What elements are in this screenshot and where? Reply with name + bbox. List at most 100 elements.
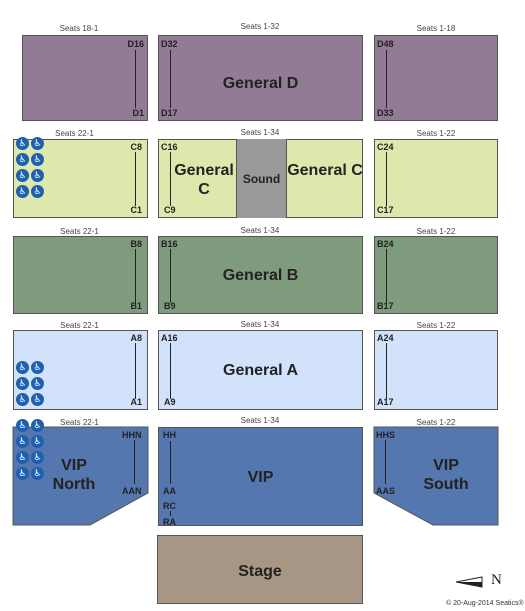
section-general-c-right[interactable]: C24 C17 bbox=[374, 139, 498, 218]
seats-label-vip-right: Seats 1-22 bbox=[416, 418, 456, 427]
seats-label-c-left: Seats 22-1 bbox=[55, 129, 94, 138]
section-general-b-left[interactable]: B8 B1 bbox=[13, 236, 148, 314]
wheelchair-icon: ♿ bbox=[31, 435, 44, 448]
wheelchair-icon: ♿ bbox=[31, 451, 44, 464]
section-name-general-b: General B bbox=[222, 267, 299, 284]
row-label-c17: C17 bbox=[377, 205, 394, 215]
wheelchair-icon: ♿ bbox=[16, 393, 29, 406]
seats-label-d-right: Seats 1-18 bbox=[416, 24, 456, 33]
section-general-b-right[interactable]: B24 B17 bbox=[374, 236, 498, 314]
seats-label-b-center: Seats 1-34 bbox=[240, 226, 280, 235]
row-label-hhs: HHS bbox=[376, 430, 396, 440]
wheelchair-icon: ♿ bbox=[16, 169, 29, 182]
section-name-vip-north: VIP North bbox=[52, 457, 96, 493]
wheelchair-icon: ♿ bbox=[16, 185, 29, 198]
seats-label-b-left: Seats 22-1 bbox=[60, 227, 99, 236]
row-label-a1: A1 bbox=[130, 397, 142, 407]
section-name-vip: VIP bbox=[247, 469, 274, 486]
row-line bbox=[135, 249, 136, 303]
section-general-b[interactable]: B16 B9 General B bbox=[158, 236, 363, 314]
section-name-general-c-left: General C bbox=[174, 162, 234, 198]
row-label-a9: A9 bbox=[164, 397, 176, 407]
row-label-c9: C9 bbox=[164, 205, 176, 215]
section-name-general-d: General D bbox=[222, 75, 299, 92]
row-label-a17: A17 bbox=[377, 397, 394, 407]
section-general-d-right[interactable]: D48 D33 bbox=[374, 35, 498, 121]
row-line bbox=[170, 511, 171, 516]
compass-north-label: N bbox=[491, 572, 502, 588]
row-label-d48: D48 bbox=[377, 39, 394, 49]
wheelchair-icon: ♿ bbox=[31, 467, 44, 480]
row-label-d17: D17 bbox=[161, 108, 178, 118]
row-line bbox=[170, 343, 171, 399]
row-line bbox=[386, 249, 387, 303]
wheelchair-icon: ♿ bbox=[16, 451, 29, 464]
row-label-a8: A8 bbox=[130, 333, 142, 343]
section-general-a-right[interactable]: A24 A17 bbox=[374, 330, 498, 410]
wheelchair-icon: ♿ bbox=[31, 393, 44, 406]
copyright-footer: © 20-Aug-2014 Seatics® bbox=[446, 600, 524, 607]
row-line bbox=[386, 152, 387, 206]
section-vip[interactable]: HH AA RC RA VIP bbox=[158, 427, 363, 527]
row-label-aas: AAS bbox=[376, 486, 396, 496]
seats-label-d-center: Seats 1-32 bbox=[240, 22, 280, 31]
row-line bbox=[135, 50, 136, 108]
sound-booth-label: Sound bbox=[242, 172, 281, 186]
row-label-b1: B1 bbox=[130, 301, 142, 311]
seats-label-b-right: Seats 1-22 bbox=[416, 227, 456, 236]
row-line bbox=[135, 152, 136, 206]
row-label-d1: D1 bbox=[132, 108, 144, 118]
seats-label-d-left: Seats 18-1 bbox=[59, 24, 99, 33]
row-line bbox=[385, 440, 386, 484]
row-line bbox=[386, 50, 387, 108]
row-label-rc: RC bbox=[163, 501, 176, 511]
wheelchair-icon: ♿ bbox=[16, 435, 29, 448]
row-label-b17: B17 bbox=[377, 301, 394, 311]
section-general-d-left[interactable]: D16 D1 bbox=[22, 35, 148, 121]
seats-label-a-center: Seats 1-34 bbox=[240, 320, 280, 329]
row-label-hhn: HHN bbox=[122, 430, 142, 440]
section-general-d[interactable]: D32 D17 General D bbox=[158, 35, 363, 121]
section-general-c[interactable]: C16 C9 General C Sound General C bbox=[158, 139, 363, 218]
section-name-general-c-right: General C bbox=[287, 162, 363, 179]
wheelchair-icon: ♿ bbox=[16, 467, 29, 480]
row-label-c16: C16 bbox=[161, 142, 178, 152]
row-label-b8: B8 bbox=[130, 239, 142, 249]
row-label-ra: RA bbox=[163, 517, 176, 527]
section-name-general-a: General A bbox=[223, 362, 298, 379]
row-label-aa: AA bbox=[163, 486, 176, 496]
seats-label-vip-center: Seats 1-34 bbox=[240, 416, 280, 425]
wheelchair-icon: ♿ bbox=[16, 377, 29, 390]
row-label-c8: C8 bbox=[130, 142, 142, 152]
stage-label: Stage bbox=[238, 563, 282, 580]
row-line bbox=[134, 440, 135, 484]
row-label-a24: A24 bbox=[377, 333, 394, 343]
row-line bbox=[135, 343, 136, 399]
wheelchair-icon: ♿ bbox=[16, 361, 29, 374]
wheelchair-icon: ♿ bbox=[31, 169, 44, 182]
section-vip-north[interactable] bbox=[12, 426, 149, 526]
row-label-d33: D33 bbox=[377, 108, 394, 118]
row-label-d32: D32 bbox=[161, 39, 178, 49]
seats-label-c-right: Seats 1-22 bbox=[416, 129, 456, 138]
section-vip-south[interactable] bbox=[373, 426, 499, 526]
section-name-vip-south: VIP South bbox=[423, 457, 469, 493]
row-line bbox=[386, 343, 387, 399]
row-line bbox=[170, 152, 171, 206]
section-general-a[interactable]: A16 A9 General A bbox=[158, 330, 363, 410]
wheelchair-icon: ♿ bbox=[31, 419, 44, 432]
row-label-c1: C1 bbox=[130, 205, 142, 215]
row-label-d16: D16 bbox=[127, 39, 144, 49]
row-line bbox=[170, 50, 171, 108]
compass-arrow-icon bbox=[456, 576, 483, 588]
sound-booth[interactable]: Sound bbox=[236, 139, 287, 218]
wheelchair-icon: ♿ bbox=[16, 137, 29, 150]
stage: Stage bbox=[157, 535, 363, 604]
wheelchair-icon: ♿ bbox=[31, 185, 44, 198]
row-label-b9: B9 bbox=[164, 301, 176, 311]
row-label-b16: B16 bbox=[161, 239, 178, 249]
seats-label-a-left: Seats 22-1 bbox=[60, 321, 99, 330]
row-label-a16: A16 bbox=[161, 333, 178, 343]
wheelchair-icon: ♿ bbox=[31, 137, 44, 150]
